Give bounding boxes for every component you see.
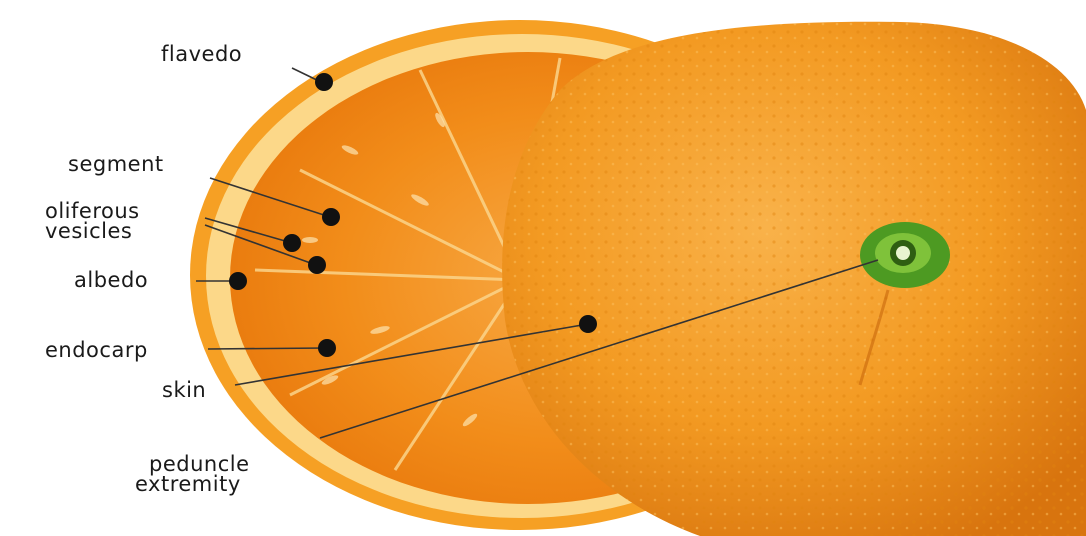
- flavedo-label: flavedo: [161, 44, 242, 65]
- oliferous-vesicles-line-2: vesicles: [45, 221, 140, 241]
- oliferous-vesicles-label: oliferous vesicles: [45, 201, 140, 241]
- albedo-dot: [229, 272, 247, 290]
- skin-label: skin: [162, 380, 206, 401]
- endocarp-pointer-line: [208, 348, 327, 349]
- whole-orange-texture: [502, 22, 1086, 536]
- oliferous-vesicles-line-1: oliferous: [45, 201, 140, 221]
- endocarp-label: endocarp: [45, 340, 148, 361]
- albedo-label: albedo: [74, 270, 148, 291]
- oliferous-dot-2: [308, 256, 326, 274]
- peduncle-stem-icon: [860, 222, 950, 288]
- endocarp-dot: [318, 339, 336, 357]
- peduncle-extremity-line-2: extremity: [135, 474, 250, 494]
- segment-dot: [322, 208, 340, 226]
- flavedo-dot: [315, 73, 333, 91]
- peduncle-extremity-label: peduncle extremity: [135, 454, 250, 494]
- segment-label: segment: [68, 154, 164, 175]
- whole-orange: [502, 22, 1086, 536]
- skin-dot: [579, 315, 597, 333]
- peduncle-extremity-line-1: peduncle: [135, 454, 250, 474]
- oliferous-dot-1: [283, 234, 301, 252]
